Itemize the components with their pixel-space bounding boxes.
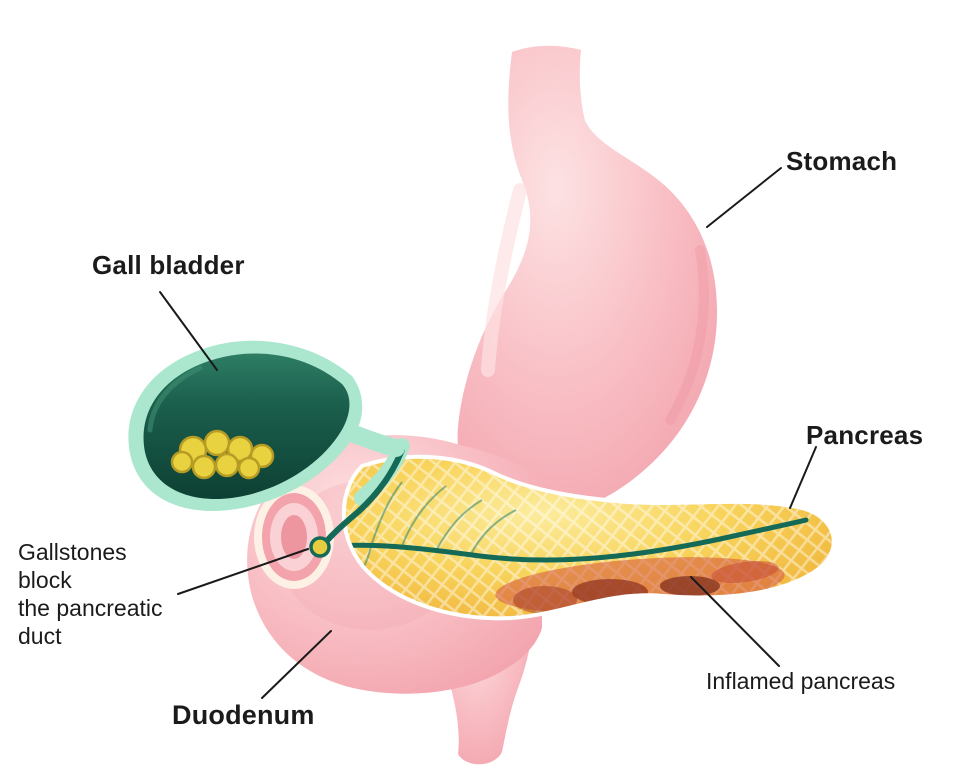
- inflamed-area: [495, 557, 785, 614]
- gallstones-note-label: Gallstones block the pancreatic duct: [18, 539, 163, 650]
- pancreas-label: Pancreas: [806, 420, 924, 450]
- pancreas-shape: [341, 454, 836, 621]
- bile-duct: [319, 447, 405, 550]
- duodenum-label: Duodenum: [172, 700, 315, 730]
- stomach-label: Stomach: [786, 146, 898, 176]
- blocking-gallstone: [309, 536, 331, 558]
- stomach-highlight: [481, 183, 527, 377]
- duodenum-leader-line: [261, 630, 332, 699]
- gallstones-cluster: [170, 429, 275, 480]
- inflamed-leader-line: [690, 576, 780, 667]
- leader-lines: [159, 167, 817, 699]
- duodenum-opening: [254, 485, 334, 589]
- gallbladder-leader-line: [159, 291, 218, 371]
- inflamed-pancreas-label: Inflamed pancreas: [706, 668, 896, 694]
- gallbladder-label: Gall bladder: [92, 250, 245, 280]
- stomach-leader-line: [706, 167, 782, 228]
- gallbladder-shape: [128, 340, 405, 512]
- pancreatic-duct: [343, 517, 809, 563]
- pancreas-leader-line: [789, 446, 817, 509]
- stomach-shade: [665, 245, 709, 425]
- stomach-shape: [457, 45, 718, 516]
- gallbladder-highlight: [147, 365, 203, 433]
- gallstones-leader-line: [177, 548, 309, 595]
